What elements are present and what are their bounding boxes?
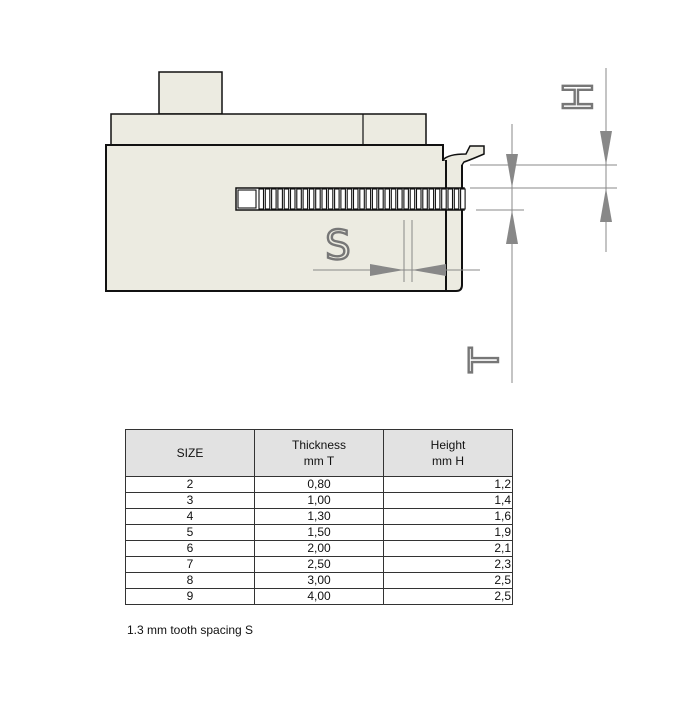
cell-size: 2 bbox=[125, 476, 255, 493]
table-header-row: SIZE Thickness mm T Height mm H bbox=[125, 429, 513, 477]
cell-height: 2,3 bbox=[383, 556, 513, 573]
cell-height: 2,1 bbox=[383, 540, 513, 557]
arrow-s-left bbox=[370, 264, 404, 276]
cell-height: 1,6 bbox=[383, 508, 513, 525]
tooth bbox=[352, 188, 359, 210]
cell-thickness: 2,00 bbox=[254, 540, 384, 557]
tooth bbox=[415, 188, 422, 210]
middle-bar bbox=[110, 113, 427, 146]
tooth bbox=[390, 188, 397, 210]
label-h: H bbox=[556, 82, 602, 112]
tooth bbox=[302, 188, 309, 210]
arrow-t-top bbox=[506, 154, 518, 188]
tooth bbox=[460, 188, 466, 210]
teeth-group bbox=[237, 188, 466, 210]
cell-size: 9 bbox=[125, 588, 255, 605]
tooth bbox=[409, 188, 416, 210]
cell-height: 1,4 bbox=[383, 492, 513, 509]
tooth bbox=[422, 188, 428, 210]
arrow-h-top bbox=[600, 131, 612, 165]
footnote: 1.3 mm tooth spacing S bbox=[127, 623, 254, 637]
top-block bbox=[158, 71, 223, 115]
arrow-s-right bbox=[412, 264, 446, 276]
tooth bbox=[359, 188, 365, 210]
cell-thickness: 3,00 bbox=[254, 572, 384, 589]
tooth bbox=[315, 188, 321, 210]
cell-thickness: 0,80 bbox=[254, 476, 384, 493]
tooth bbox=[308, 188, 315, 210]
cell-height: 1,9 bbox=[383, 524, 513, 541]
tooth bbox=[378, 188, 384, 210]
cell-height: 2,5 bbox=[383, 572, 513, 589]
tooth bbox=[277, 188, 283, 210]
tooth bbox=[283, 188, 290, 210]
tooth bbox=[334, 188, 340, 210]
label-t: T bbox=[462, 347, 508, 373]
tooth bbox=[258, 188, 265, 210]
cell-size: 5 bbox=[125, 524, 255, 541]
tooth bbox=[403, 188, 409, 210]
tooth bbox=[447, 188, 454, 210]
cell-height: 2,5 bbox=[383, 588, 513, 605]
tooth bbox=[453, 188, 460, 210]
cell-thickness: 1,00 bbox=[254, 492, 384, 509]
cell-size: 7 bbox=[125, 556, 255, 573]
cell-size: 4 bbox=[125, 508, 255, 525]
tooth bbox=[264, 188, 271, 210]
tooth bbox=[365, 188, 372, 210]
cell-size: 6 bbox=[125, 540, 255, 557]
tooth bbox=[327, 188, 334, 210]
arrow-h-bottom bbox=[600, 188, 612, 222]
tooth bbox=[346, 188, 353, 210]
main-body bbox=[105, 144, 463, 292]
tooth bbox=[289, 188, 296, 210]
arrow-t-bottom bbox=[506, 210, 518, 244]
tooth bbox=[397, 188, 403, 210]
header-size: SIZE bbox=[125, 429, 255, 477]
cell-thickness: 4,00 bbox=[254, 588, 384, 605]
tooth bbox=[428, 188, 435, 210]
tooth bbox=[384, 188, 391, 210]
tooth bbox=[441, 188, 447, 210]
cell-size: 3 bbox=[125, 492, 255, 509]
foot-lip bbox=[442, 145, 485, 166]
tooth bbox=[321, 188, 328, 210]
cell-size: 8 bbox=[125, 572, 255, 589]
tooth bbox=[271, 188, 277, 210]
tooth bbox=[371, 188, 378, 210]
cell-height: 1,2 bbox=[383, 476, 513, 493]
header-thickness: Thickness mm T bbox=[254, 429, 384, 477]
cell-thickness: 2,50 bbox=[254, 556, 384, 573]
presser-foot-technical-drawing: S T H bbox=[105, 68, 617, 383]
tooth bbox=[296, 188, 302, 210]
cell-thickness: 1,50 bbox=[254, 524, 384, 541]
dimension-t bbox=[476, 124, 524, 383]
header-height: Height mm H bbox=[383, 429, 513, 477]
label-s: S bbox=[325, 223, 350, 269]
cell-thickness: 1,30 bbox=[254, 508, 384, 525]
tooth bbox=[434, 188, 441, 210]
slot-end bbox=[237, 189, 257, 209]
tooth bbox=[340, 188, 346, 210]
